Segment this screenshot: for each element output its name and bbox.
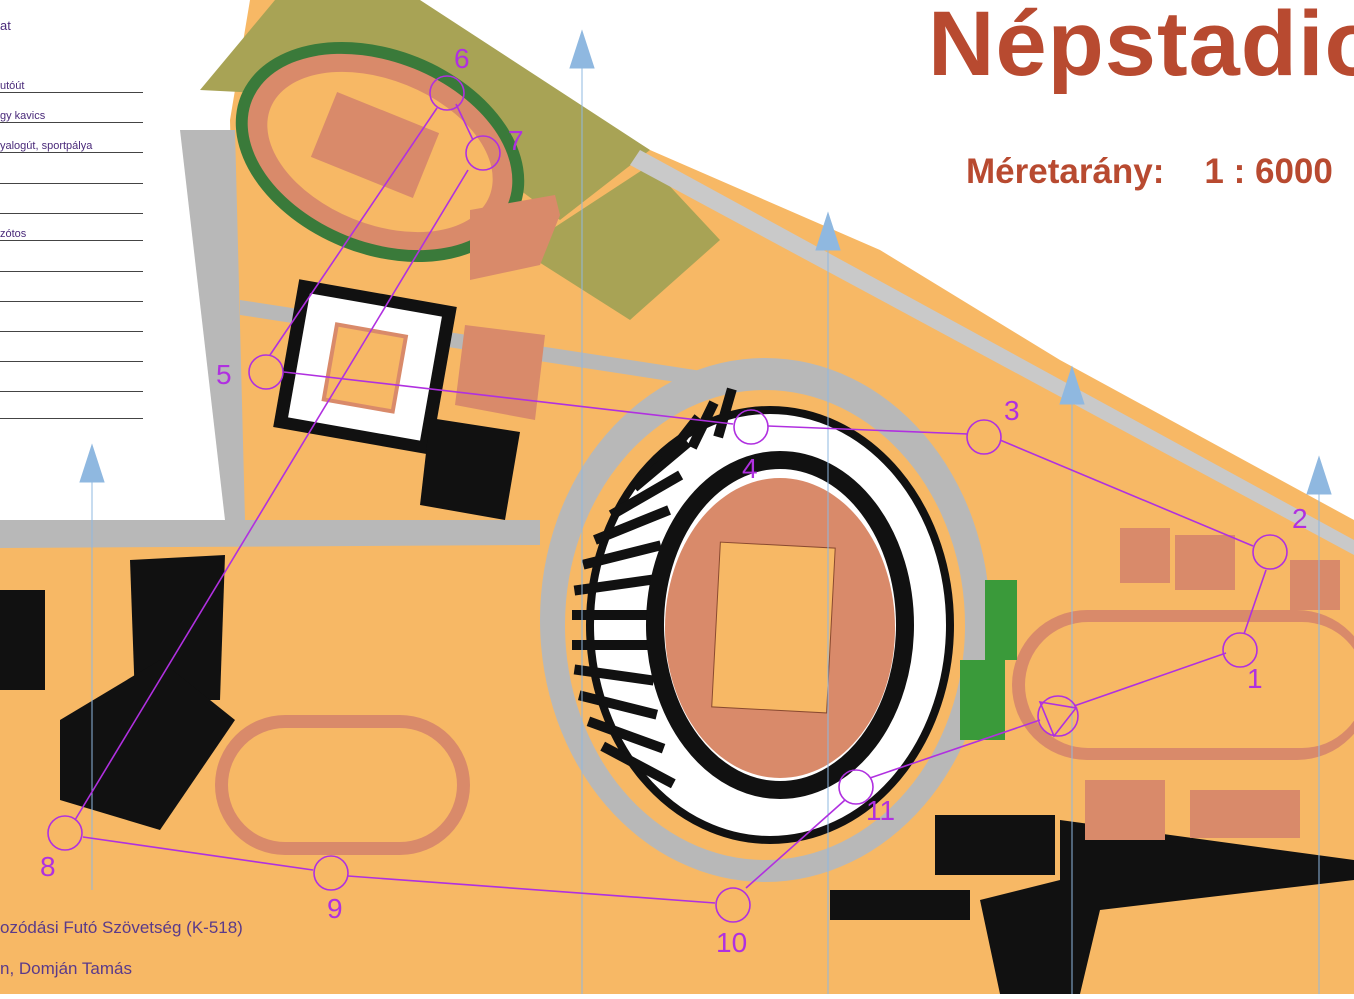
credit-authors: n, Domján Tamás [0,959,132,978]
building-black-5 [935,815,1055,875]
control-5 [248,354,284,390]
legend-item: yalogút, sportpálya [0,140,143,153]
scale-value: 1 : 6000 [1204,152,1333,191]
legend-line [0,318,143,332]
building-black-7 [830,890,970,920]
legend-line [0,200,143,214]
green-patches [960,580,1017,740]
control-number: 2 [1292,503,1308,534]
control-number: 4 [742,453,758,484]
control-10 [715,887,751,923]
control-7 [465,135,501,171]
control-number: 8 [40,851,56,882]
legend-line [0,405,143,419]
control-11 [838,769,874,805]
legend-item: zótos [0,228,143,241]
legend-item: gy kavics [0,110,143,123]
legend-line [0,258,143,272]
road-north-south [180,130,245,520]
control-2 [1252,534,1288,570]
legend-header: at [0,18,11,33]
map-title: Népstadio [928,0,1354,95]
building-black-3 [0,590,45,690]
building-black-6 [980,820,1354,994]
rough-open-area-2 [520,165,720,320]
control-6 [429,75,465,111]
road-east [630,150,1354,555]
legend-line [0,288,143,302]
course-overprint [47,75,1288,923]
legend-line [0,378,143,392]
building-red-1 [455,325,545,420]
building-black-1 [420,418,520,520]
north-lines [79,29,1332,994]
credit-organizer: ozódási Futó Szövetség (K-518) [0,918,243,937]
start-triangle [1038,700,1078,738]
control-number: 3 [1004,395,1020,426]
stadium-pitch [711,541,836,714]
control-number: 7 [508,125,524,156]
east-buildings [1085,528,1340,840]
control-3 [966,419,1002,455]
control-number: 10 [716,927,747,958]
start-circle [1037,695,1079,737]
legend-line [0,348,143,362]
control-1 [1222,632,1258,668]
control-number: 11 [866,795,895,826]
legend-item: utóút [0,80,143,93]
building-red-2 [470,195,560,280]
building-black-4 [60,660,235,830]
control-number: 9 [327,893,343,924]
control-number: 1 [1247,663,1263,694]
control-4 [733,409,769,445]
map-scale: Méretarány: 1 : 6000 [966,152,1333,192]
control-8 [47,815,83,851]
stand-blocks [572,387,737,789]
road-south [0,520,540,548]
sports-hall [273,279,457,455]
legend-line [0,170,143,184]
scale-label: Méretarány: [966,152,1165,191]
control-number: 6 [454,43,470,74]
control-9 [313,855,349,891]
control-number: 5 [216,359,232,390]
nw-pitch [310,91,440,199]
control-numbers: 1 2 3 4 5 6 7 8 9 10 11 [40,43,1308,958]
